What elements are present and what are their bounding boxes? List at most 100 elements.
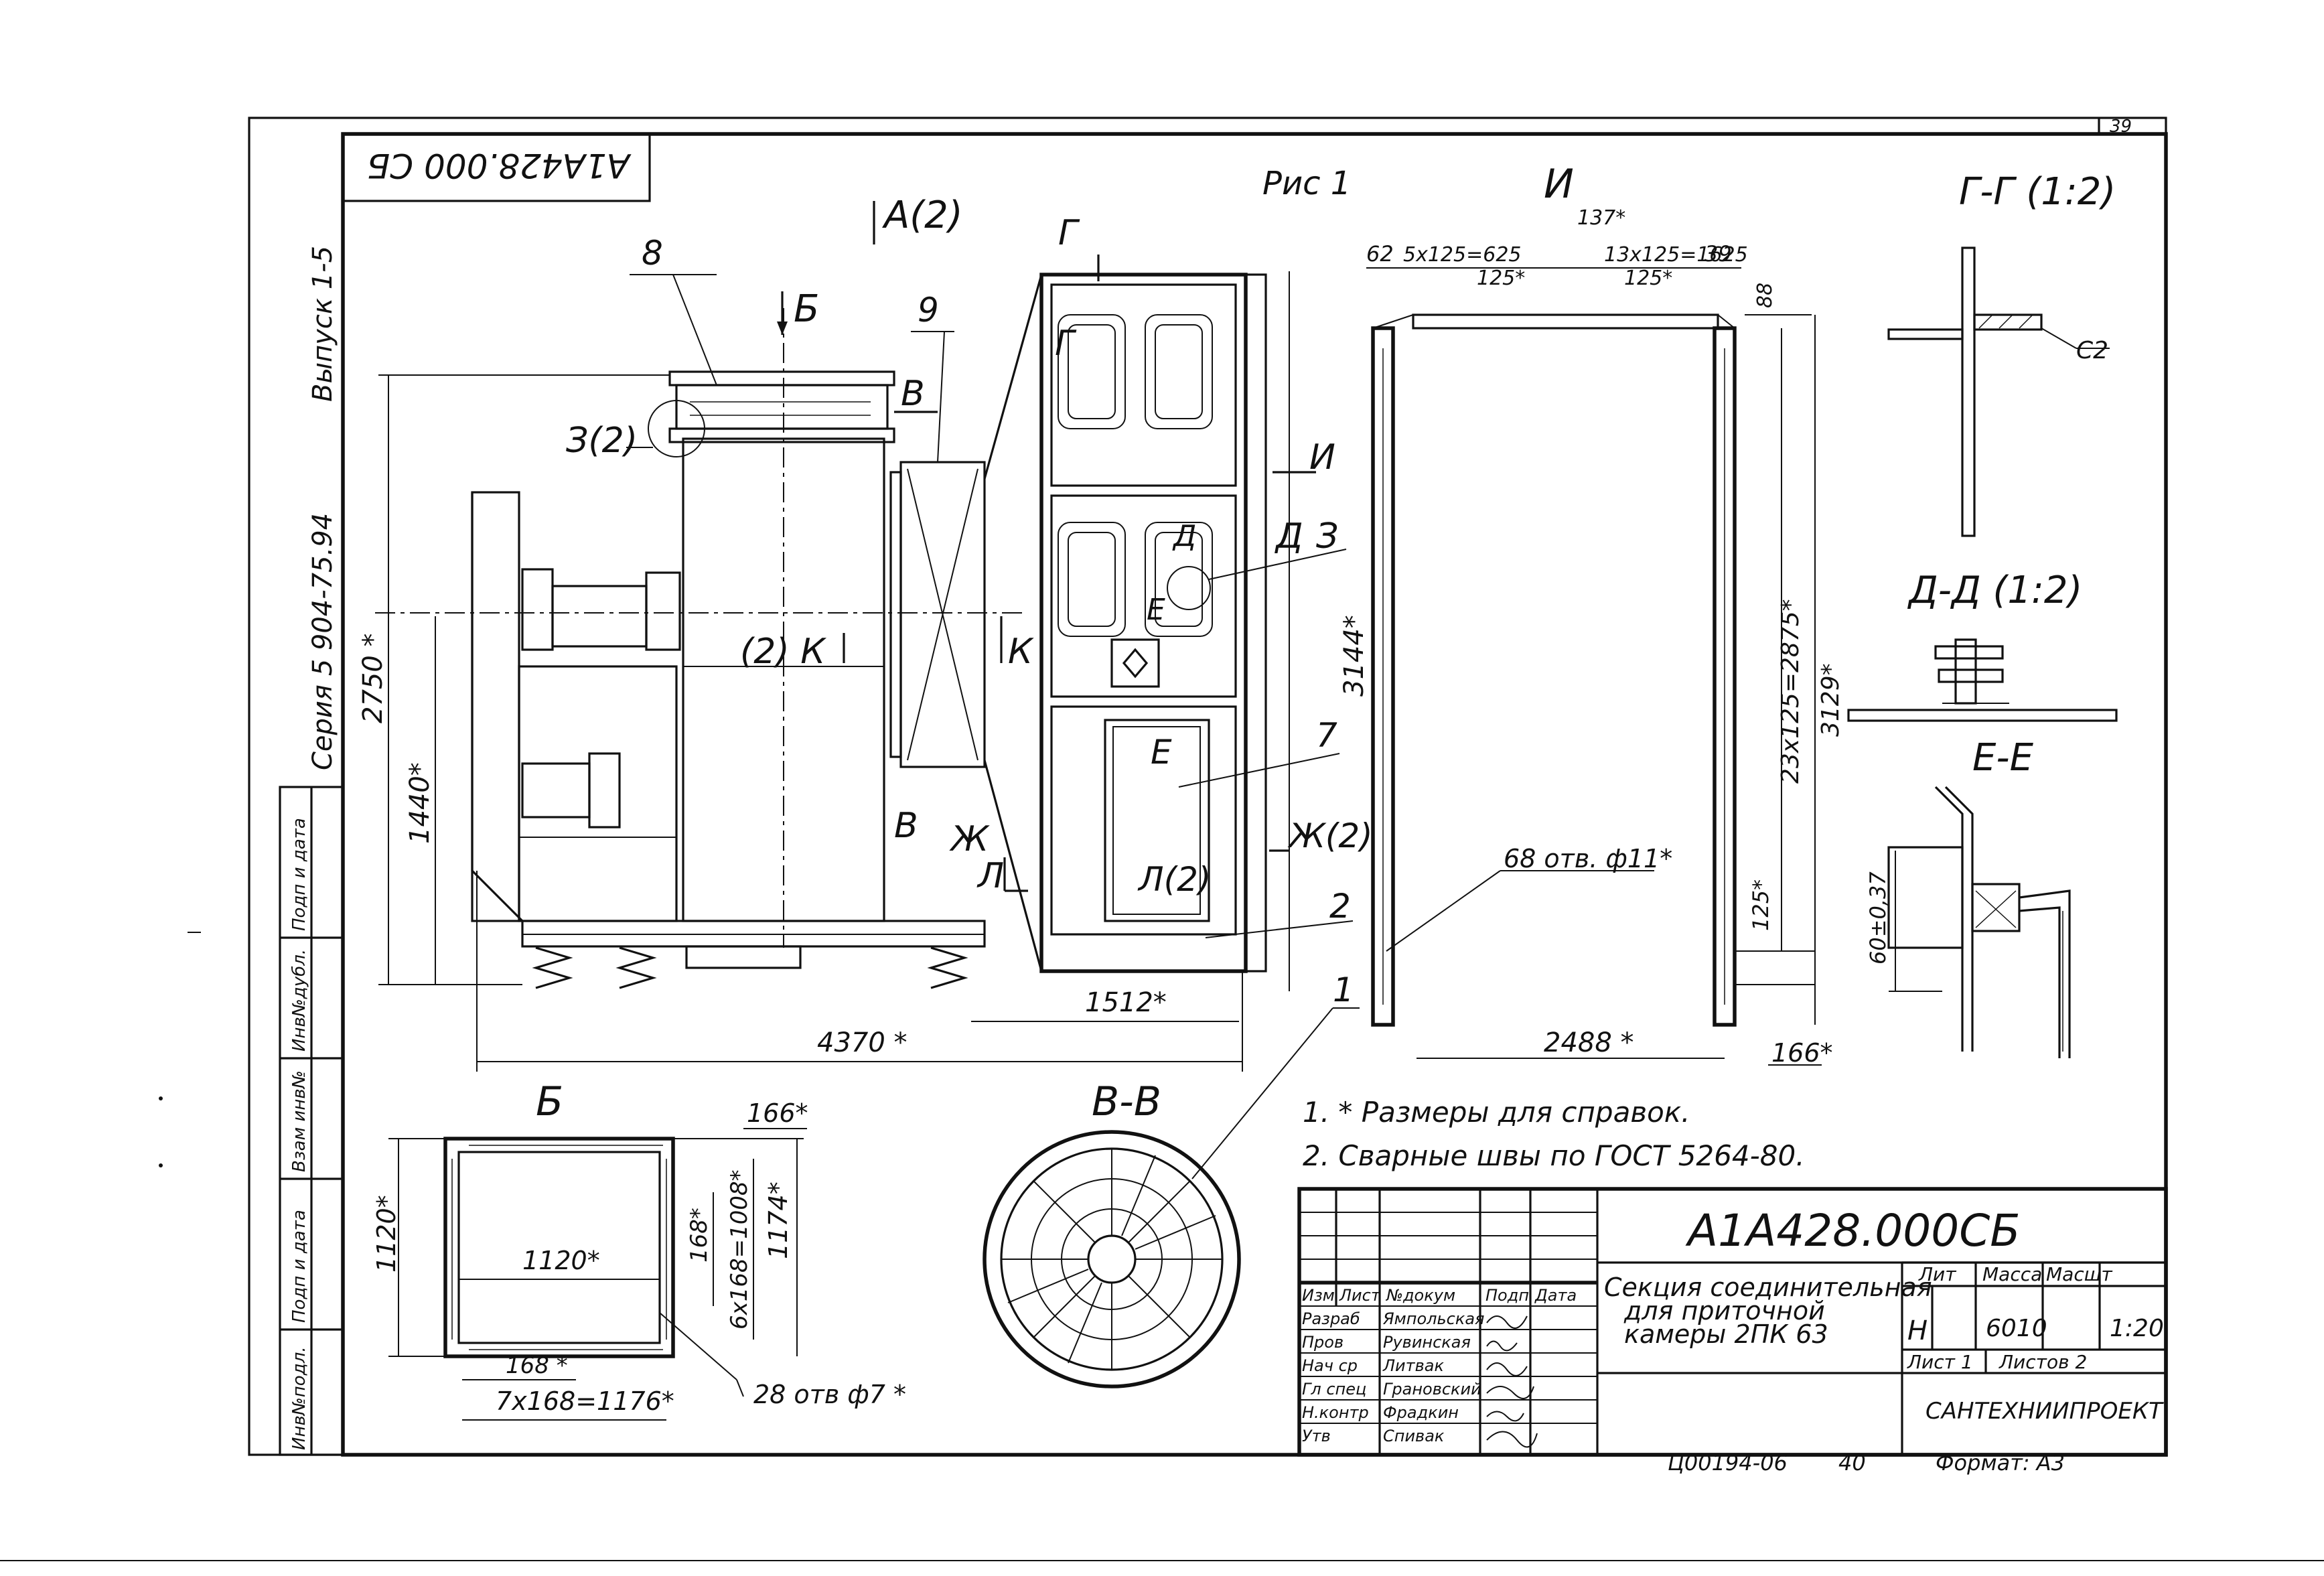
label-g: Г [1058, 213, 1080, 253]
section-vv-title: В-В [1092, 1078, 1161, 1125]
label-z2: З(2) [566, 421, 638, 461]
role-0: Разраб [1302, 1309, 1360, 1328]
dim-4370: 4370 * [817, 1027, 907, 1058]
dim-137: 137* [1577, 206, 1625, 230]
view-i-title: И [1544, 161, 1574, 208]
lit-value: Н [1907, 1315, 1928, 1346]
dim-60: 60±0,37 [1865, 871, 1891, 964]
label-g-inner: Г [1055, 324, 1077, 364]
label-l: Л [976, 856, 1004, 896]
title-block: А1А428.000СБ Секция соединительная для п… [1297, 1187, 2168, 1457]
position-7: 7 [1316, 716, 1337, 755]
role-3: Гл спец [1302, 1380, 1366, 1399]
document-code-rotated: А1А428.000 СБ [367, 146, 632, 185]
dim-125-c: 125* [1748, 879, 1773, 931]
footer-page: 40 [1838, 1450, 1866, 1476]
dim-62: 62 [1366, 241, 1394, 267]
position-8: 8 [642, 234, 663, 273]
dim-1120-h: 1120* [522, 1246, 600, 1275]
label-a2: А(2) [882, 194, 963, 237]
dim-5x125: 5x125=625 [1403, 243, 1522, 267]
dim-1440: 1440* [405, 762, 435, 844]
stamp-podp-data-2: Подп и дата [289, 818, 309, 931]
note-1: 1. * Размеры для справок. [1303, 1096, 1690, 1129]
dim-88: 88 [1753, 283, 1777, 308]
weld-c2: С2 [2076, 337, 2108, 364]
hdr-data: Дата [1534, 1286, 1577, 1305]
side-stamp: Инв№подл. Подп и дата Взам инв№ Инв№дубл… [279, 786, 344, 1456]
margin-dot [159, 1163, 163, 1167]
label-v-bottom: В [894, 806, 918, 846]
dim-166-i: 166* [1771, 1038, 1833, 1068]
issue-label: Выпуск 1-5 [307, 246, 338, 402]
view-b: Б 1120* 1120* 166* 168* 6x168=1008* 1174… [372, 1078, 906, 1421]
label-zh: Ж [949, 819, 990, 859]
dim-166-b: 166* [747, 1098, 808, 1128]
holes-28: 28 отв ф7 * [753, 1380, 906, 1409]
role-1: Пров [1302, 1333, 1343, 1352]
label-v-top: В [901, 374, 925, 414]
label-e-door: Е [1151, 733, 1172, 772]
dim-1174: 1174* [764, 1181, 793, 1259]
dim-125-a: 125* [1477, 267, 1525, 290]
label-k-right: К [1008, 632, 1034, 672]
footer-format: Формат: А3 [1936, 1450, 2065, 1476]
label-zh2: Ж(2) [1287, 816, 1373, 855]
name-line-1: Секция соединительная [1604, 1273, 1932, 1302]
scale-label: Масшт [2046, 1263, 2112, 1285]
holes-68: 68 отв. ф11* [1504, 844, 1672, 873]
position-1: 1 [1333, 971, 1354, 1009]
section-gg: Г-Г (1:2) С2 [1887, 170, 2116, 537]
dim-125-b: 125* [1624, 267, 1672, 290]
dim-1120-v: 1120* [372, 1195, 401, 1273]
dim-23x125: 23x125=2875* [1777, 599, 1804, 784]
scale-value: 1:20 [2110, 1315, 2164, 1342]
footer-code: Ц00194-06 [1668, 1450, 1788, 1476]
label-d-inner: Д [1172, 519, 1196, 553]
note-2: 2. Сварные швы по ГОСТ 5264-80. [1303, 1139, 1805, 1172]
view-i: И 62 5x125=625 137* 13x125=1625 39 125* … [1366, 161, 1844, 1068]
section-vv: В-В [983, 1078, 1241, 1388]
position-2: 2 [1329, 887, 1351, 926]
sheet-label: Лист 1 [1907, 1351, 1973, 1373]
mass-value: 6010 [1986, 1315, 2047, 1342]
dim-168-v: 168* [686, 1208, 713, 1263]
stamp-vzam-inv: Взам инв№ [289, 1070, 309, 1172]
label-l2: Л(2) [1137, 860, 1211, 899]
main-side-view [375, 273, 1267, 989]
dim-1512: 1512* [1085, 987, 1167, 1018]
margin-dot [159, 1096, 163, 1100]
stamp-inv-dubl: Инв№дубл. [289, 949, 309, 1052]
label-e-inner: Е [1147, 593, 1165, 627]
signatures [1486, 1315, 1538, 1448]
name-1: Рувинская [1383, 1333, 1471, 1352]
name-line-2: для приточной [1623, 1296, 1825, 1326]
name-line-3: камеры 2ПК 63 [1624, 1319, 1828, 1349]
sheets-label: Листов 2 [1999, 1351, 2087, 1373]
position-9: 9 [918, 291, 939, 330]
hdr-izm: Изм [1302, 1286, 1335, 1305]
name-0: Ямпольская [1382, 1309, 1484, 1328]
dim-168-h: 168 * [506, 1352, 568, 1379]
stamp-podp-data-1: Подп и дата [289, 1210, 309, 1323]
role-5: Утв [1302, 1427, 1331, 1445]
dim-39: 39 [1704, 241, 1732, 267]
dim-3129: 3129* [1817, 663, 1844, 737]
name-3: Грановский [1383, 1380, 1481, 1399]
footer: Ц00194-06 40 Формат: А3 [1668, 1450, 2065, 1476]
dim-3144: 3144* [1339, 615, 1370, 697]
view-b-title: Б [536, 1078, 563, 1125]
section-dd: Д-Д (1:2) [1847, 569, 2118, 722]
name-2: Литвак [1382, 1356, 1444, 1375]
section-gg-title: Г-Г (1:2) [1959, 170, 2116, 214]
dim-6x168: 6x168=1008* [726, 1169, 753, 1330]
designation: А1А428.000СБ [1685, 1205, 2021, 1257]
label-b: Б [794, 287, 819, 331]
series-label: Серия 5 904-75.94 [307, 513, 338, 770]
figure-label: Рис 1 [1262, 165, 1351, 202]
name-4: Фрадкин [1383, 1403, 1459, 1422]
hdr-list: Лист [1339, 1286, 1381, 1305]
role-2: Нач ср [1302, 1356, 1358, 1375]
dim-2750: 2750 * [358, 633, 388, 723]
